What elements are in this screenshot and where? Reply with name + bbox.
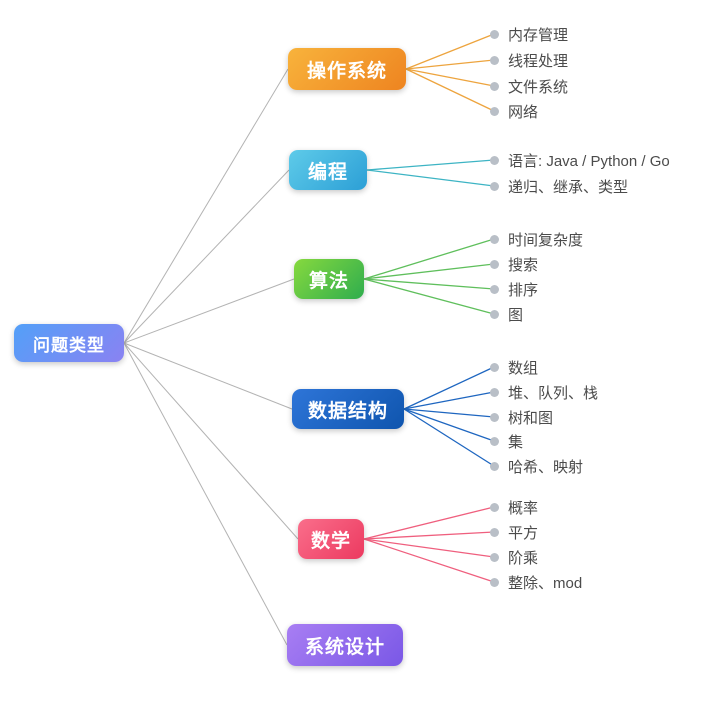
leaf-label: 搜索 <box>508 256 539 274</box>
leaf-label: 数组 <box>508 359 539 377</box>
leaf-label: 堆、队列、栈 <box>508 384 599 402</box>
edge-os-leaf-3 <box>405 68 495 112</box>
bullet-icon <box>490 552 499 562</box>
leaf-item-thread-handling[interactable]: 线程处理 <box>490 49 568 71</box>
leaf-item-heap-queue-stack[interactable]: 堆、队列、栈 <box>490 381 598 403</box>
root-node-problem-types[interactable]: 问题类型 <box>14 324 124 362</box>
branch-node-algorithms[interactable]: 算法 <box>294 259 364 299</box>
leaf-label: 排序 <box>508 281 539 299</box>
branch-label: 算法 <box>308 270 349 292</box>
edge-root-os <box>123 68 289 344</box>
edge-ds-leaf-3 <box>403 408 495 442</box>
leaf-label: 阶乘 <box>508 549 539 567</box>
leaf-label: 概率 <box>508 499 539 517</box>
bullet-icon <box>490 155 499 165</box>
edge-prog-leaf-0 <box>366 159 495 171</box>
leaf-item-network[interactable]: 网络 <box>490 100 538 122</box>
leaf-item-languages[interactable]: 语言: Java / Python / Go <box>490 149 670 171</box>
branch-node-programming[interactable]: 编程 <box>289 150 367 190</box>
edge-ds-leaf-2 <box>403 408 495 418</box>
edge-root-algo <box>123 278 295 344</box>
branch-node-operating-systems[interactable]: 操作系统 <box>288 48 406 90</box>
branch-node-data-structures[interactable]: 数据结构 <box>292 389 404 429</box>
bullet-icon <box>490 106 499 116</box>
leaf-item-recursion-inheritance-types[interactable]: 递归、继承、类型 <box>490 175 628 197</box>
edge-math-leaf-2 <box>363 538 495 558</box>
leaf-item-sorting[interactable]: 排序 <box>490 278 538 300</box>
leaf-label: 语言: Java / Python / Go <box>508 152 670 170</box>
bullet-icon <box>490 436 499 446</box>
edge-math-leaf-1 <box>363 531 495 540</box>
leaf-label: 内存管理 <box>508 26 569 44</box>
leaf-label: 整除、mod <box>508 574 583 592</box>
edge-algo-leaf-1 <box>363 263 495 280</box>
leaf-item-search[interactable]: 搜索 <box>490 253 538 275</box>
edge-algo-leaf-3 <box>363 278 495 315</box>
leaf-label: 网络 <box>508 103 539 121</box>
branch-label: 数据结构 <box>307 400 388 422</box>
branch-node-system-design[interactable]: 系统设计 <box>287 624 403 666</box>
leaf-item-probability[interactable]: 概率 <box>490 496 538 518</box>
leaf-item-memory-management[interactable]: 内存管理 <box>490 23 568 45</box>
leaf-label: 集 <box>508 433 524 451</box>
branch-label: 操作系统 <box>306 60 387 82</box>
edge-root-sys <box>123 342 288 646</box>
edge-ds-leaf-0 <box>403 366 495 410</box>
bullet-icon <box>490 502 499 512</box>
leaf-item-time-complexity[interactable]: 时间复杂度 <box>490 228 583 250</box>
bullet-icon <box>490 55 499 65</box>
edge-root-ds <box>123 342 293 410</box>
edge-algo-leaf-0 <box>363 238 495 280</box>
bullet-icon <box>490 309 499 319</box>
bullet-icon <box>490 577 499 587</box>
leaf-item-hash-map[interactable]: 哈希、映射 <box>490 455 583 477</box>
leaf-item-divisibility-mod[interactable]: 整除、mod <box>490 571 582 593</box>
edge-ds-leaf-4 <box>403 408 495 467</box>
edge-os-leaf-2 <box>405 68 495 87</box>
leaf-label: 文件系统 <box>508 78 569 96</box>
edge-os-leaf-0 <box>405 33 495 70</box>
edge-root-prog <box>123 169 290 344</box>
leaf-item-array[interactable]: 数组 <box>490 356 538 378</box>
edge-root-math <box>123 342 299 540</box>
leaf-label: 线程处理 <box>508 52 569 70</box>
leaf-item-square[interactable]: 平方 <box>490 521 538 543</box>
leaf-item-factorial[interactable]: 阶乘 <box>490 546 538 568</box>
branch-label: 系统设计 <box>304 636 385 658</box>
leaf-label: 树和图 <box>508 409 554 427</box>
bullet-icon <box>490 412 499 422</box>
edge-ds-leaf-1 <box>403 391 495 410</box>
branch-label: 编程 <box>307 161 348 183</box>
edge-algo-leaf-2 <box>363 278 495 290</box>
bullet-icon <box>490 259 499 269</box>
bullet-icon <box>490 29 499 39</box>
leaf-item-trees-and-graphs[interactable]: 树和图 <box>490 406 553 428</box>
leaf-label: 平方 <box>508 524 539 542</box>
edge-os-leaf-1 <box>405 59 495 70</box>
leaf-label: 递归、继承、类型 <box>508 178 629 196</box>
leaf-label: 哈希、映射 <box>508 458 584 476</box>
bullet-icon <box>490 181 499 191</box>
branch-label: 数学 <box>310 530 351 552</box>
leaf-item-set[interactable]: 集 <box>490 430 523 452</box>
root-node-label: 问题类型 <box>33 335 105 355</box>
edge-math-leaf-3 <box>363 538 495 583</box>
bullet-icon <box>490 234 499 244</box>
edge-math-leaf-0 <box>363 506 495 540</box>
leaf-item-graph[interactable]: 图 <box>490 303 523 325</box>
bullet-icon <box>490 284 499 294</box>
bullet-icon <box>490 387 499 397</box>
bullet-icon <box>490 362 499 372</box>
leaf-label: 图 <box>508 306 524 324</box>
bullet-icon <box>490 527 499 537</box>
bullet-icon <box>490 461 499 471</box>
bullet-icon <box>490 81 499 91</box>
branch-node-math[interactable]: 数学 <box>298 519 364 559</box>
leaf-label: 时间复杂度 <box>508 231 584 249</box>
leaf-item-file-system[interactable]: 文件系统 <box>490 75 568 97</box>
edge-prog-leaf-1 <box>366 169 495 187</box>
